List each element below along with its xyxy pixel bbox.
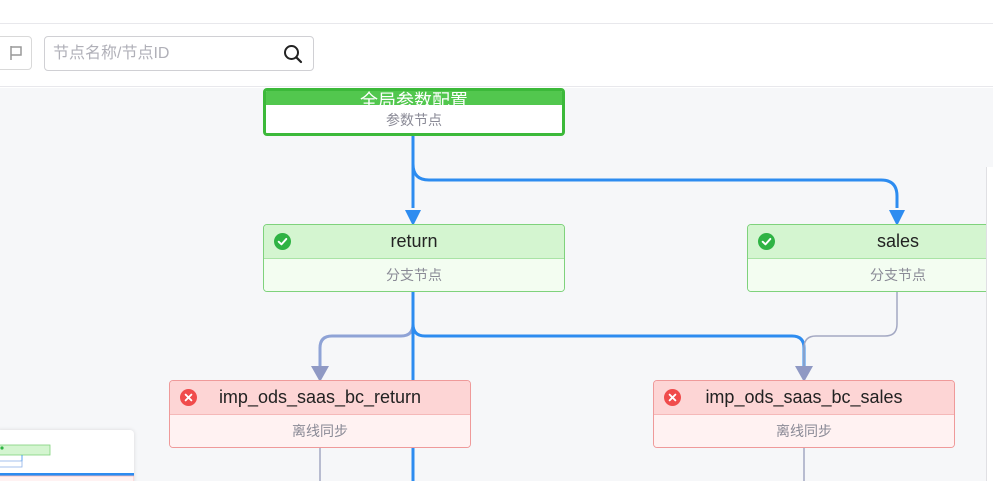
right-side-panel[interactable] xyxy=(986,167,993,481)
flag-icon xyxy=(10,46,22,60)
close-circle-icon xyxy=(180,389,197,406)
flag-button[interactable] xyxy=(0,36,32,70)
minimap[interactable] xyxy=(0,430,134,481)
node-return-title: return xyxy=(390,231,438,251)
check-circle-icon xyxy=(758,233,775,250)
search-icon[interactable] xyxy=(283,44,303,64)
edge-return-to-imp-return xyxy=(318,292,415,366)
node-imp-sales-title: imp_ods_saas_bc_sales xyxy=(705,387,903,407)
dag-edges xyxy=(311,136,905,481)
node-global-param-title: 全局参数配置 xyxy=(360,91,468,105)
edge-to-imp-sales-arrow xyxy=(795,366,813,382)
node-return[interactable]: return 分支节点 xyxy=(263,224,565,292)
node-global-param[interactable]: 全局参数配置 参数节点 xyxy=(263,88,565,136)
node-return-subtitle: 分支节点 xyxy=(264,258,564,291)
node-sales[interactable]: sales 分支节点 xyxy=(747,224,993,292)
dag-canvas[interactable]: 全局参数配置 参数节点 return 分支节点 sales 分支节点 xyxy=(0,88,993,481)
toolbar xyxy=(0,24,993,87)
edge-param-to-return-arrow xyxy=(405,210,421,226)
node-sales-subtitle: 分支节点 xyxy=(748,258,993,291)
node-imp-sales[interactable]: imp_ods_saas_bc_sales 离线同步 xyxy=(653,380,955,448)
check-circle-icon xyxy=(274,233,291,250)
node-imp-return-subtitle: 离线同步 xyxy=(170,414,470,447)
edge-param-to-sales xyxy=(411,136,899,208)
node-sales-title: sales xyxy=(876,231,920,251)
edge-param-to-sales-arrow xyxy=(889,210,905,226)
node-imp-return[interactable]: imp_ods_saas_bc_return 离线同步 xyxy=(169,380,471,448)
node-imp-sales-subtitle: 离线同步 xyxy=(654,414,954,447)
node-global-param-header: 全局参数配置 xyxy=(266,91,562,105)
edge-return-to-imp-return-arrow xyxy=(311,366,329,382)
close-circle-icon xyxy=(664,389,681,406)
edge-return-to-imp-sales xyxy=(411,292,806,366)
edge-sales-to-imp-sales xyxy=(803,292,898,366)
minimap-preview xyxy=(0,444,134,481)
search-box xyxy=(44,36,314,71)
node-imp-return-title: imp_ods_saas_bc_return xyxy=(218,387,422,407)
node-global-param-subtitle: 参数节点 xyxy=(266,105,562,133)
search-input[interactable] xyxy=(53,43,278,65)
top-strip xyxy=(0,0,993,24)
